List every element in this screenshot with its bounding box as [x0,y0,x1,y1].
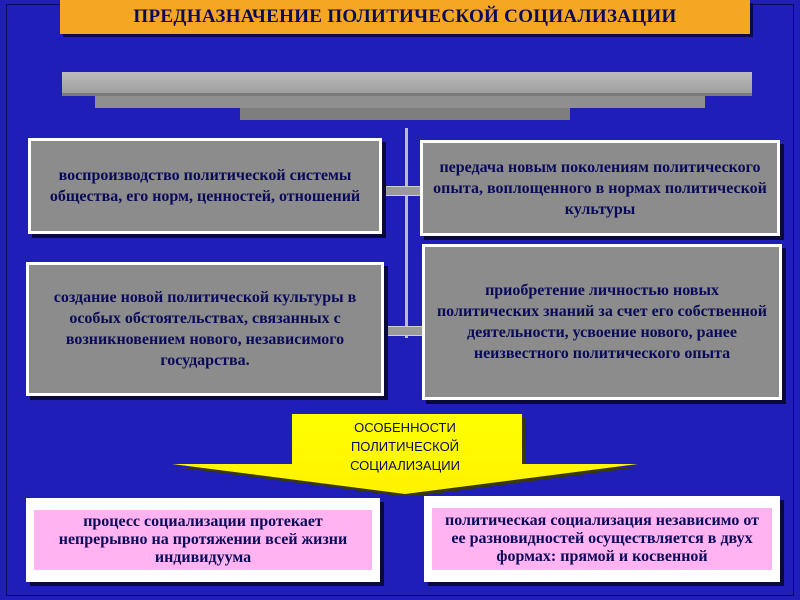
feature-box-continuous: процесс социализации протекает непрерывн… [26,498,380,582]
purpose-box-reproduction: воспроизводство политической системы общ… [28,138,382,234]
feature-box-forms: политическая социализация независимо от … [424,496,780,582]
purpose-box-new-culture: создание новой политической культуры в о… [26,262,384,396]
features-arrow: ОСОБЕННОСТИ ПОЛИТИЧЕСКОЙ СОЦИАЛИЗАЦИИ [170,412,640,496]
feature-text-forms: политическая социализация независимо от … [432,508,772,570]
diagram-beam-middle [95,96,705,108]
purpose-box-acquisition: приобретение личностью новых политически… [422,244,782,400]
diagram-stem [405,128,408,338]
slide-title: ПРЕДНАЗНАЧЕНИЕ ПОЛИТИЧЕСКОЙ СОЦИАЛИЗАЦИИ [60,0,750,34]
purpose-box-transmission: передача новым поколениям политического … [420,140,780,236]
arrow-shape [172,414,640,496]
diagram-beam-top [62,72,752,96]
feature-text-continuous: процесс социализации протекает непрерывн… [34,510,372,570]
features-label: ОСОБЕННОСТИ ПОЛИТИЧЕСКОЙ СОЦИАЛИЗАЦИИ [350,420,460,473]
diagram-beam-lower [240,108,570,120]
